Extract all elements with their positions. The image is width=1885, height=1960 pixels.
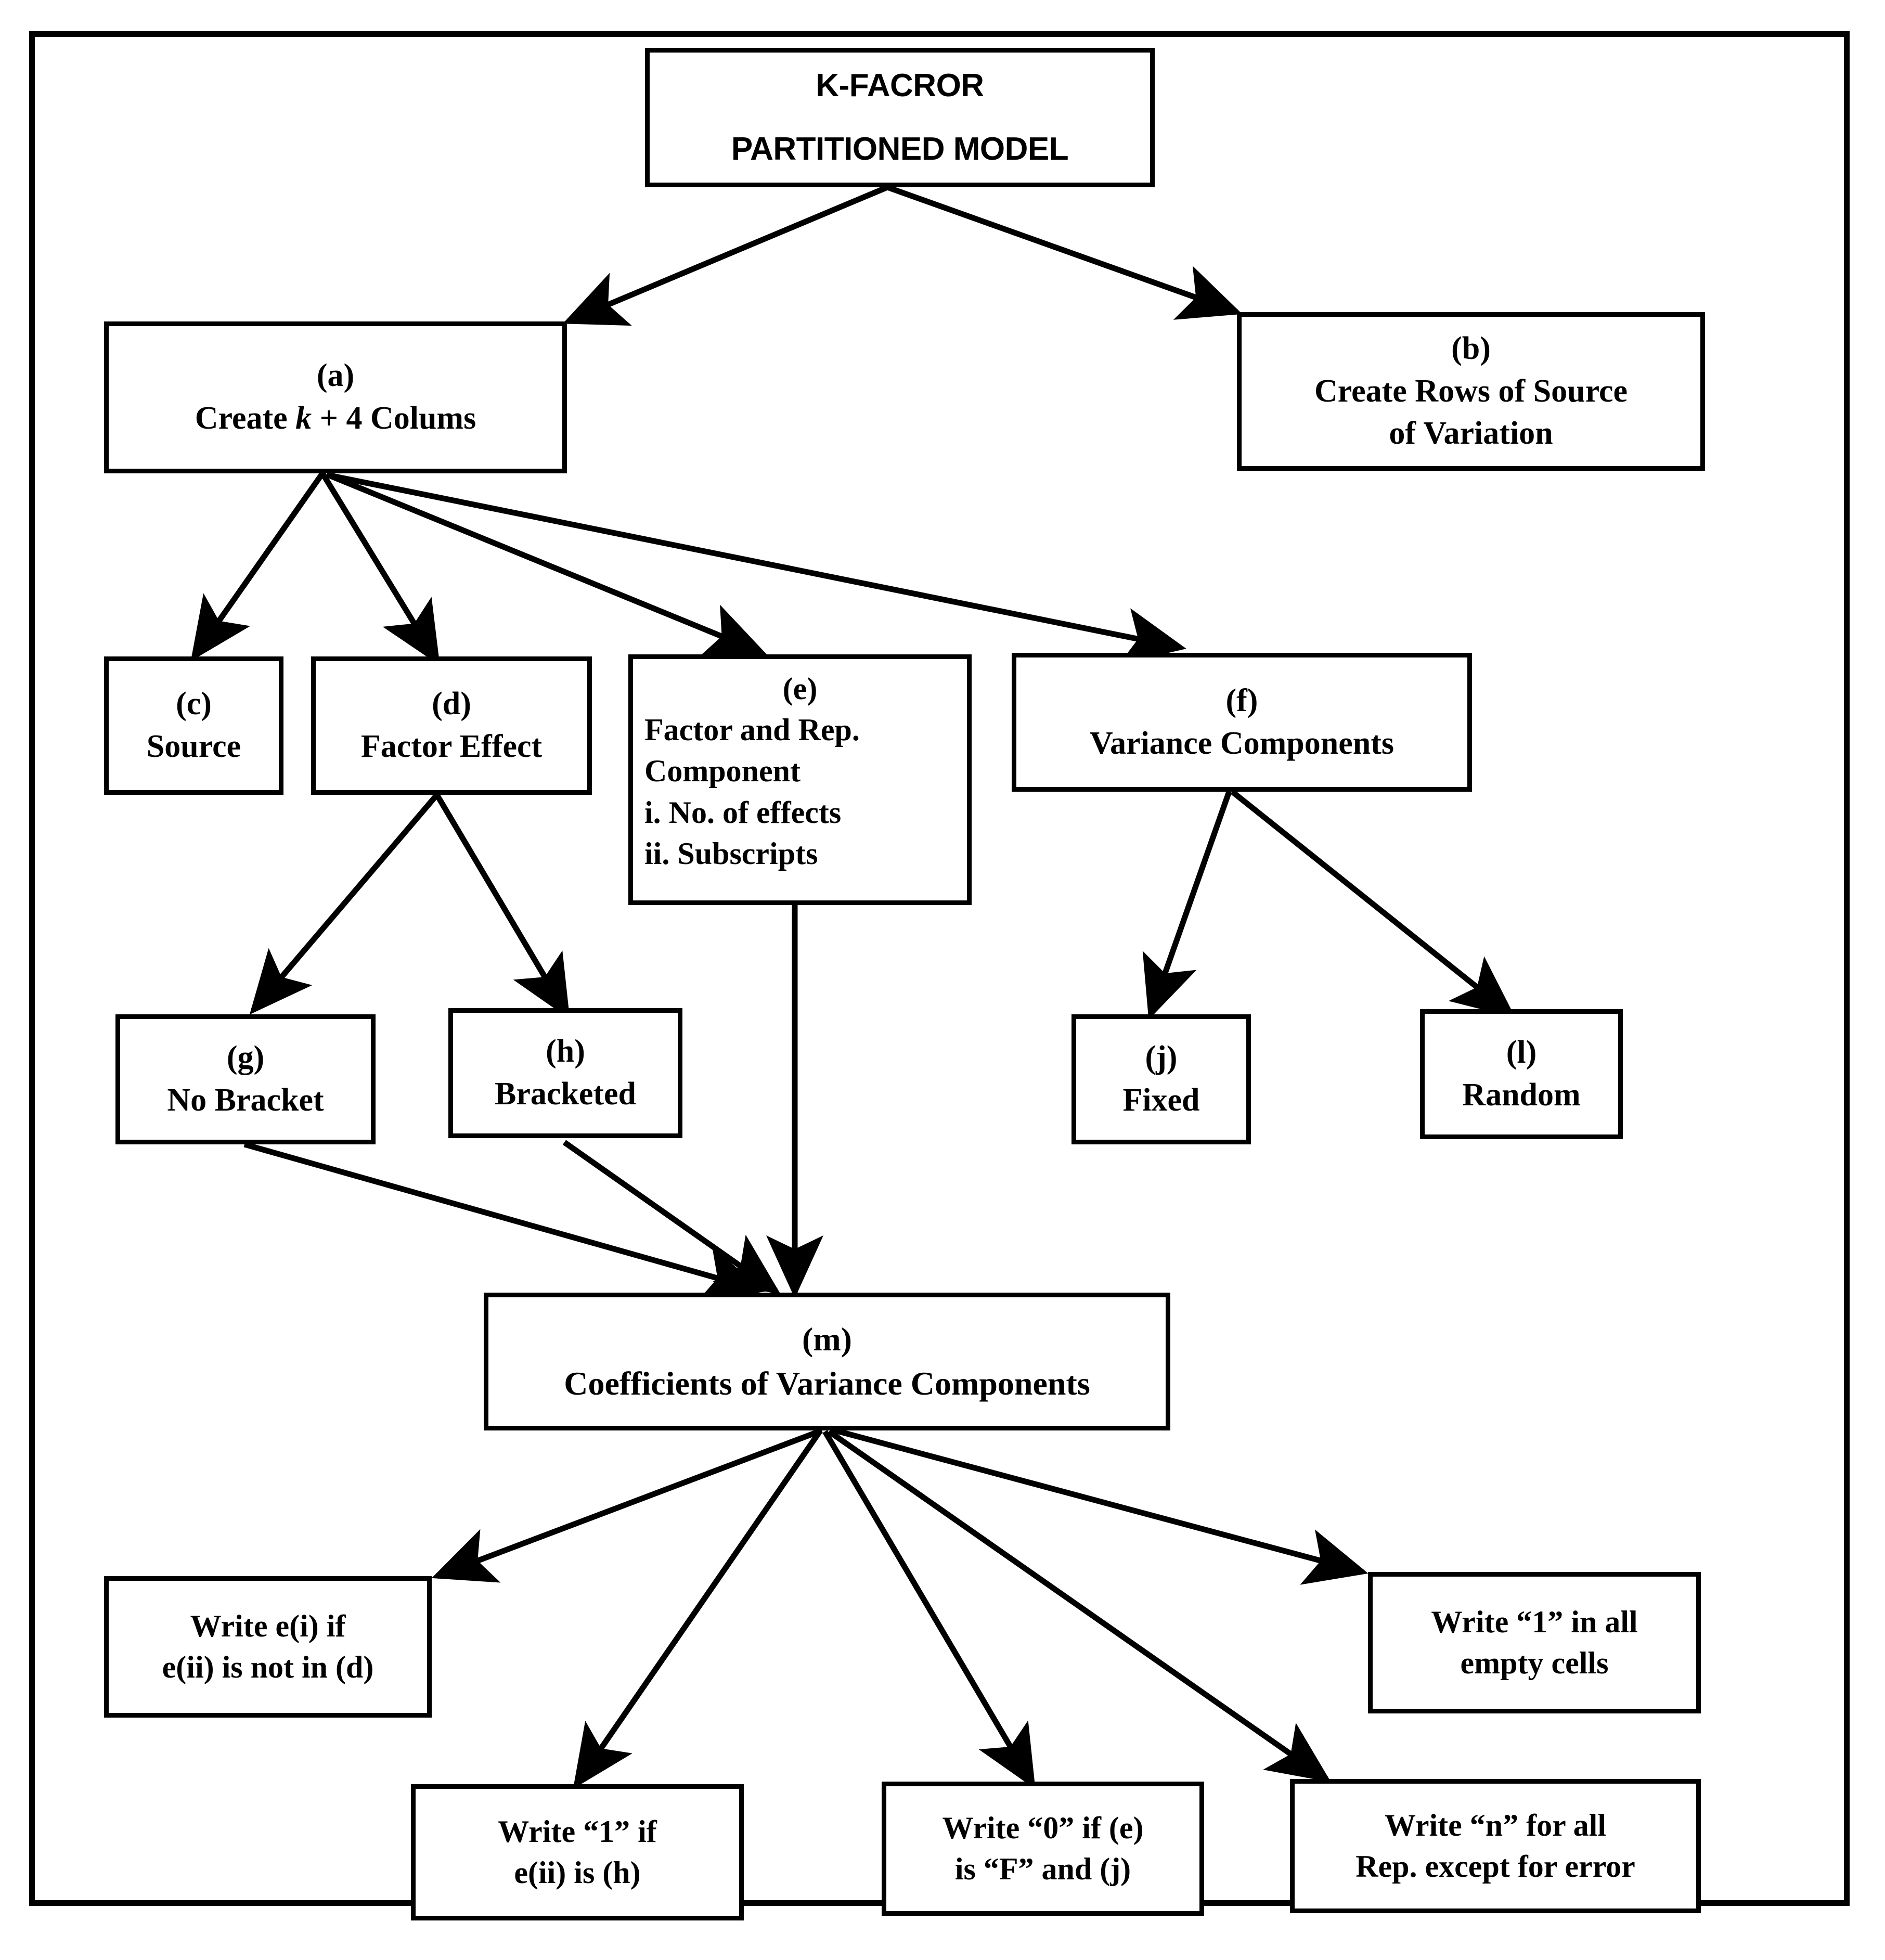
node-j-tag: (j) (1145, 1040, 1178, 1076)
node-h-line-1: Bracketed (494, 1076, 637, 1112)
node-b-line-1: Create Rows of Source (1314, 373, 1628, 409)
node-e-line-1: Factor and Rep. (644, 713, 860, 747)
node-f-line-1: Variance Components (1089, 725, 1394, 761)
node-leaf1-line-2: e(ii) is not in (d) (162, 1650, 374, 1684)
node-c[interactable]: (c) Source (104, 656, 283, 795)
node-j[interactable]: (j) Fixed (1071, 1014, 1251, 1144)
node-m[interactable]: (m) Coefficients of Variance Components (484, 1293, 1170, 1430)
node-root-line-1: K-FACROR (816, 68, 984, 104)
node-leaf2-line-1: Write “1” in all (1431, 1604, 1638, 1639)
node-f[interactable]: (f) Variance Components (1012, 653, 1472, 792)
node-b-line-2: of Variation (1389, 416, 1553, 452)
node-h[interactable]: (h) Bracketed (448, 1008, 682, 1138)
node-a-line-1: Create k + 4 Colums (195, 401, 476, 436)
node-leaf-write-e-i[interactable]: Write e(i) if e(ii) is not in (d) (104, 1576, 432, 1718)
node-a-tag: (a) (316, 358, 355, 394)
node-c-line-1: Source (146, 729, 241, 764)
node-a[interactable]: (a) Create k + 4 Colums (104, 321, 567, 473)
node-root-line-2: PARTITIONED MODEL (731, 131, 1069, 167)
node-leaf-write-n-rep[interactable]: Write “n” for all Rep. except for error (1290, 1779, 1701, 1913)
node-leaf1-line-1: Write e(i) if (190, 1608, 346, 1643)
node-e[interactable]: (e) Factor and Rep. Component i. No. of … (628, 654, 972, 905)
node-root[interactable]: K-FACROR PARTITIONED MODEL (645, 48, 1155, 187)
node-leaf5-line-2: Rep. except for error (1355, 1849, 1635, 1884)
node-g-tag: (g) (226, 1040, 265, 1076)
node-h-tag: (h) (546, 1034, 585, 1069)
node-l-tag: (l) (1506, 1035, 1537, 1071)
node-e-line-2: Component (644, 754, 801, 789)
node-b-tag: (b) (1451, 330, 1491, 366)
node-leaf3-line-2: e(ii) is (h) (514, 1855, 641, 1890)
node-leaf-write-1-if-h[interactable]: Write “1” if e(ii) is (h) (411, 1784, 744, 1920)
node-m-line-1: Coefficients of Variance Components (564, 1364, 1090, 1402)
node-leaf-write-1-empty-cells[interactable]: Write “1” in all empty cells (1368, 1572, 1701, 1713)
node-d-tag: (d) (432, 686, 471, 722)
node-b[interactable]: (b) Create Rows of Source of Variation (1237, 312, 1705, 471)
node-leaf4-line-2: is “F” and (j) (954, 1852, 1131, 1886)
node-leaf4-line-1: Write “0” if (e) (942, 1810, 1144, 1845)
node-e-tag: (e) (782, 672, 818, 706)
node-j-line-1: Fixed (1122, 1082, 1200, 1118)
node-e-line-4: ii. Subscripts (644, 836, 818, 871)
node-d-line-1: Factor Effect (360, 729, 543, 764)
node-l[interactable]: (l) Random (1420, 1009, 1623, 1139)
node-e-line-3: i. No. of effects (644, 795, 842, 830)
node-d[interactable]: (d) Factor Effect (311, 656, 592, 795)
node-g[interactable]: (g) No Bracket (115, 1014, 376, 1144)
node-g-line-1: No Bracket (167, 1082, 324, 1118)
node-l-line-1: Random (1462, 1077, 1581, 1113)
node-leaf5-line-1: Write “n” for all (1384, 1808, 1607, 1842)
node-f-tag: (f) (1225, 682, 1258, 718)
node-leaf-write-0-if-f-j[interactable]: Write “0” if (e) is “F” and (j) (882, 1782, 1204, 1916)
node-c-tag: (c) (176, 686, 212, 722)
node-leaf2-line-2: empty cells (1460, 1646, 1609, 1680)
node-m-tag: (m) (802, 1321, 852, 1358)
node-leaf3-line-1: Write “1” if (498, 1814, 657, 1849)
